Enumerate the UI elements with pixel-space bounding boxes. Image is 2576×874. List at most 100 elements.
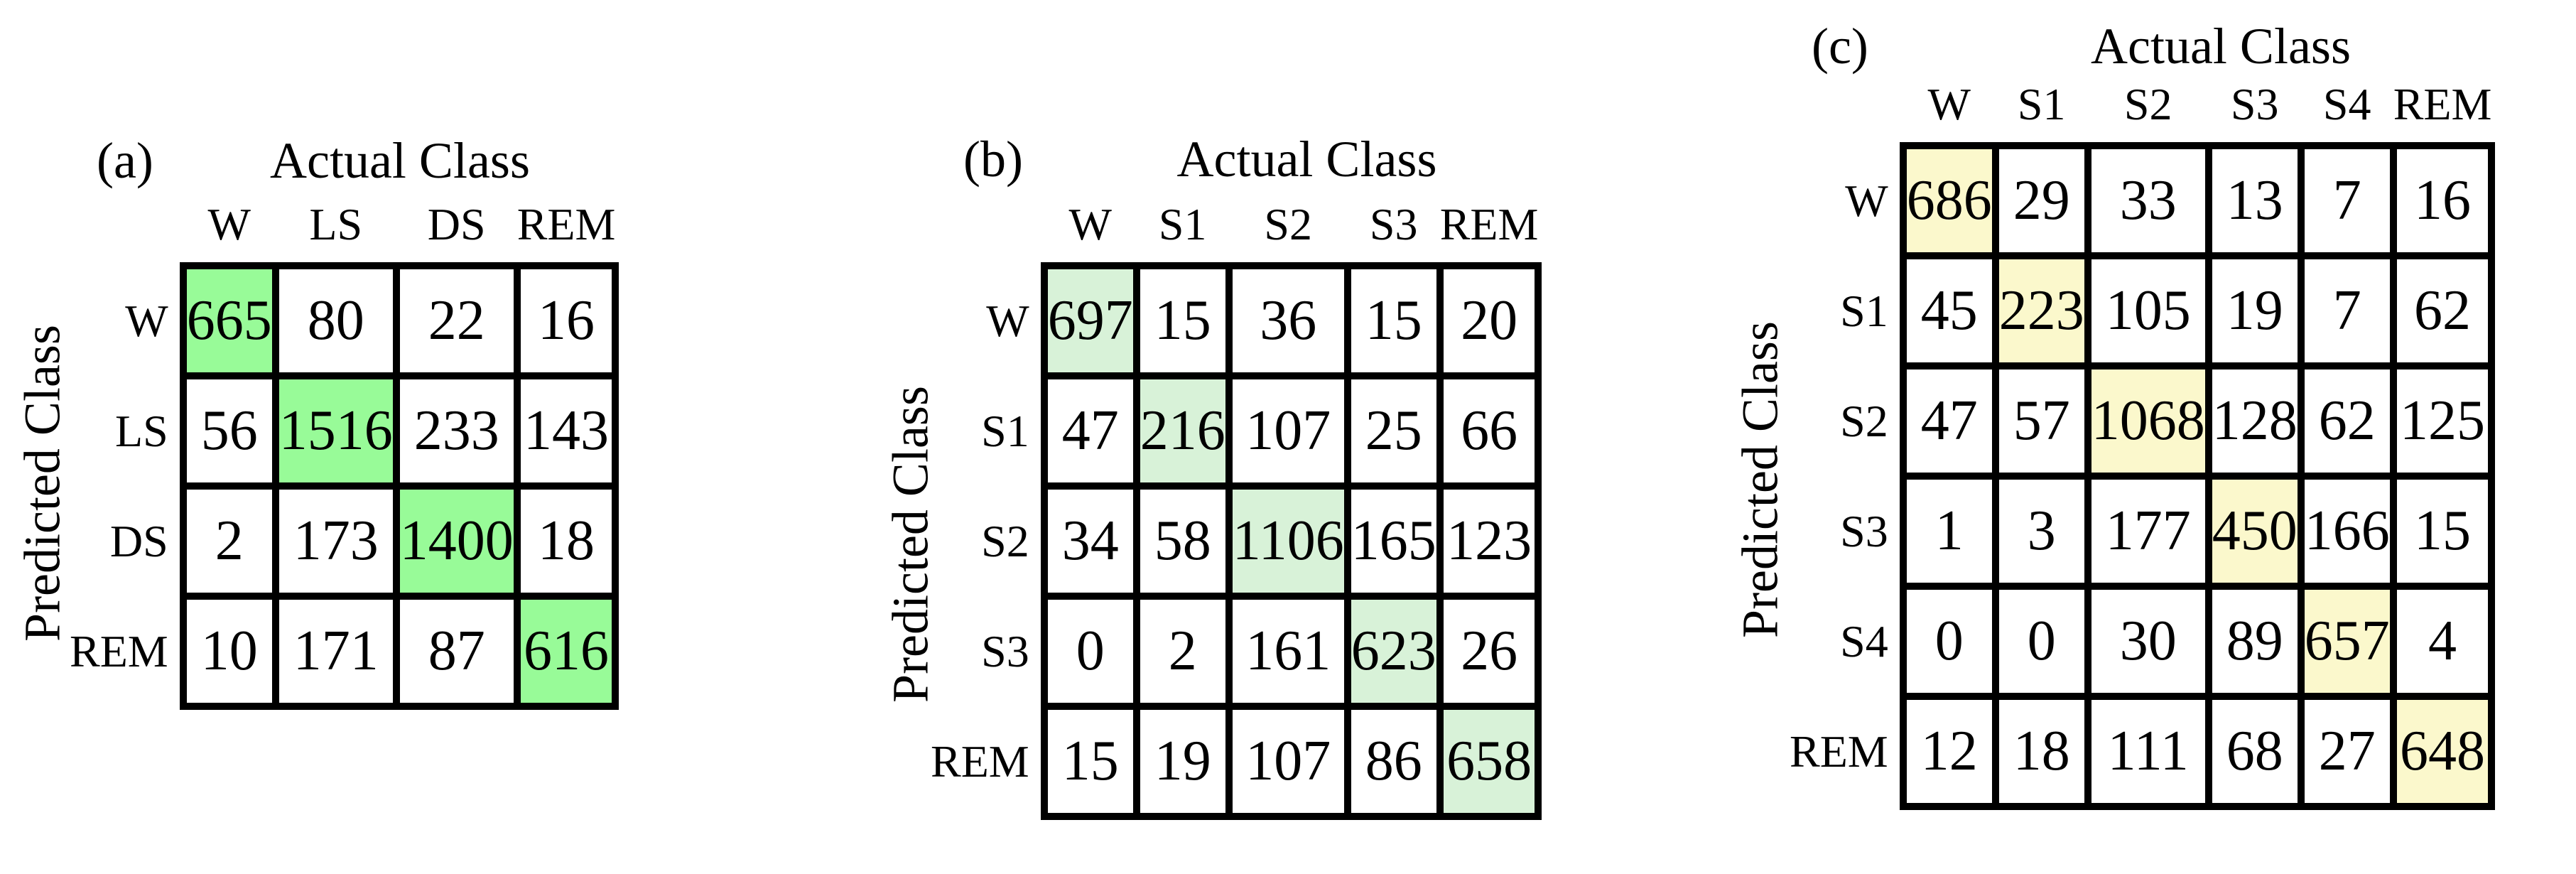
panel-c-label: (c) (1812, 18, 1868, 75)
column-header-S2: S2 (1264, 199, 1312, 249)
cell-S1-W: 45 (1899, 252, 1999, 369)
row-header-W: W (125, 295, 168, 346)
cell-S2-S3: 128 (2204, 362, 2305, 480)
cell-S1-W: 47 (1040, 372, 1140, 490)
column-header-REM: REM (516, 199, 616, 249)
column-header-S3: S3 (2230, 79, 2279, 129)
row-header-REM: REM (1790, 725, 1888, 777)
column-header-S1: S1 (2017, 79, 2066, 129)
row-header-REM: REM (931, 735, 1029, 787)
cell-S1-S3: 19 (2204, 252, 2305, 369)
cell-W-S1: 29 (1991, 142, 2091, 259)
cell-REM-W: 12 (1899, 693, 1999, 810)
cell-W-S3: 15 (1343, 262, 1444, 379)
row-header-S2: S2 (1840, 395, 1888, 446)
cell-S4-REM: 4 (2389, 583, 2496, 700)
diagonal-cell-DS: 1400 (392, 482, 521, 600)
cell-S1-REM: 66 (1436, 372, 1542, 490)
diagonal-cell-S1: 216 (1132, 372, 1233, 490)
cell-S3-REM: 15 (2389, 473, 2496, 590)
cell-W-S2: 36 (1225, 262, 1351, 379)
cell-S1-S2: 105 (2084, 252, 2212, 369)
diagonal-cell-S2: 1106 (1225, 482, 1351, 600)
panel-b-actual-class-title: Actual Class (1176, 131, 1437, 188)
column-header-REM: REM (1439, 199, 1539, 249)
cell-W-LS: 80 (271, 262, 400, 379)
corner-spacer (70, 195, 183, 266)
diagonal-cell-S3: 450 (2204, 473, 2305, 590)
cell-S3-S1: 3 (1991, 473, 2091, 590)
cell-S2-S1: 58 (1132, 482, 1233, 600)
cell-LS-W: 56 (179, 372, 279, 490)
panel-c-predicted-class-title: Predicted Class (1731, 321, 1789, 638)
column-header-S2: S2 (2123, 79, 2172, 129)
cell-S3-S2: 161 (1225, 593, 1351, 710)
row-header-W: W (1845, 175, 1888, 226)
row-header-S3: S3 (981, 625, 1029, 676)
column-header-S1: S1 (1158, 199, 1207, 249)
column-header-W: W (1927, 79, 1971, 129)
cell-LS-DS: 233 (392, 372, 521, 490)
cell-S3-S4: 166 (2297, 473, 2397, 590)
row-header-S4: S4 (1840, 615, 1888, 667)
cell-S4-S2: 30 (2084, 583, 2212, 700)
diagonal-cell-S1: 223 (1991, 252, 2091, 369)
row-header-W: W (986, 295, 1029, 346)
diagonal-cell-LS: 1516 (271, 372, 400, 490)
panel-c-actual-class-title: Actual Class (2091, 18, 2351, 75)
cell-S1-S2: 107 (1225, 372, 1351, 490)
cell-DS-W: 2 (179, 482, 279, 600)
column-header-W: W (1068, 199, 1112, 249)
cell-W-S4: 7 (2297, 142, 2397, 259)
cell-REM-W: 15 (1040, 703, 1140, 820)
diagonal-cell-W: 665 (179, 262, 279, 379)
column-header-W: W (207, 199, 251, 249)
corner-spacer (931, 195, 1044, 266)
diagonal-cell-S4: 657 (2297, 583, 2397, 700)
panel-a-predicted-class-title: Predicted Class (13, 325, 71, 642)
cell-W-S1: 15 (1132, 262, 1233, 379)
diagonal-cell-REM: 658 (1436, 703, 1542, 820)
cell-S4-S1: 0 (1991, 583, 2091, 700)
cell-REM-W: 10 (179, 593, 279, 710)
column-header-LS: LS (309, 199, 363, 249)
cell-REM-S3: 68 (2204, 693, 2305, 810)
cell-REM-DS: 87 (392, 593, 521, 710)
row-header-LS: LS (115, 405, 168, 456)
diagonal-cell-W: 686 (1899, 142, 1999, 259)
cell-S3-S2: 177 (2084, 473, 2212, 590)
cell-W-S3: 13 (2204, 142, 2305, 259)
cell-S4-W: 0 (1899, 583, 1999, 700)
diagonal-cell-REM: 616 (513, 593, 619, 710)
cell-REM-S3: 86 (1343, 703, 1444, 820)
cell-S2-S1: 57 (1991, 362, 2091, 480)
row-header-S2: S2 (981, 515, 1029, 566)
cell-S1-S3: 25 (1343, 372, 1444, 490)
cell-S3-REM: 26 (1436, 593, 1542, 710)
cell-REM-LS: 171 (271, 593, 400, 710)
cell-REM-S1: 19 (1132, 703, 1233, 820)
cell-S2-REM: 123 (1436, 482, 1542, 600)
cell-DS-LS: 173 (271, 482, 400, 600)
panel-a-label: (a) (97, 132, 153, 189)
cell-W-DS: 22 (392, 262, 521, 379)
cell-REM-S2: 111 (2084, 693, 2212, 810)
row-header-S1: S1 (1840, 285, 1888, 336)
column-header-REM: REM (2393, 79, 2492, 129)
row-header-DS: DS (109, 515, 168, 566)
cell-W-S2: 33 (2084, 142, 2212, 259)
row-header-S3: S3 (1840, 505, 1888, 556)
cell-S2-REM: 125 (2389, 362, 2496, 480)
cell-S1-REM: 62 (2389, 252, 2496, 369)
cell-S2-W: 47 (1899, 362, 1999, 480)
cell-S2-S4: 62 (2297, 362, 2397, 480)
cell-LS-REM: 143 (513, 372, 619, 490)
column-header-DS: DS (427, 199, 486, 249)
diagonal-cell-S2: 1068 (2084, 362, 2212, 480)
diagonal-cell-REM: 648 (2389, 693, 2496, 810)
corner-spacer (1790, 78, 1903, 146)
